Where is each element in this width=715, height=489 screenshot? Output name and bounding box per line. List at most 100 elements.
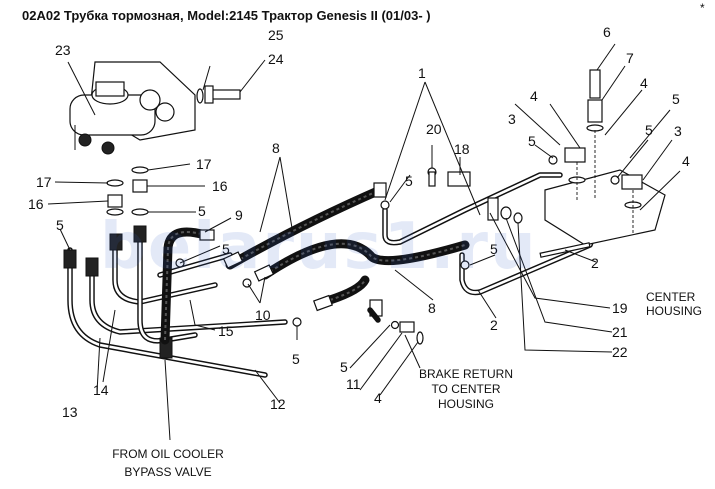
watermark: belarus1.ru — [100, 210, 538, 284]
callout-18: 18 — [454, 141, 470, 157]
outlet-port-left — [78, 133, 92, 147]
brake-return-note-line2: TO CENTER — [431, 382, 500, 396]
o-ring-e — [460, 260, 470, 270]
fitting-d — [133, 225, 147, 243]
callout-8-upper: 8 — [272, 140, 280, 156]
center-housing-note-line2: HOUSING — [646, 304, 702, 318]
callout-4-d: 4 — [374, 390, 382, 406]
callout-5-d: 5 — [292, 351, 300, 367]
master-cylinder-assembly — [69, 61, 196, 155]
callout-16-left: 16 — [28, 196, 44, 212]
callout-5-i: 5 — [645, 122, 653, 138]
notes: CENTER HOUSING BRAKE RETURN TO CENTER HO… — [112, 290, 702, 479]
washer-4-bottom — [416, 331, 424, 345]
callout-3-left: 3 — [508, 111, 516, 127]
callout-15: 15 — [218, 323, 234, 339]
callout-4-c: 4 — [682, 153, 690, 169]
callout-21: 21 — [612, 324, 628, 340]
callout-14: 14 — [93, 382, 109, 398]
clip-and-bracket-parts — [427, 167, 523, 224]
callout-23: 23 — [55, 42, 71, 58]
callout-7: 7 — [626, 50, 634, 66]
callout-5-a: 5 — [56, 217, 64, 233]
fitting-c — [109, 233, 123, 251]
callout-2-upper: 2 — [591, 255, 599, 271]
bolt-head — [204, 85, 214, 104]
o-ring-d — [380, 200, 390, 210]
callout-5-j: 5 — [340, 359, 348, 375]
callout-11: 11 — [346, 376, 361, 392]
steel-pipes-right — [367, 172, 608, 323]
callout-5-h: 5 — [672, 91, 680, 107]
bracket-19 — [487, 197, 499, 221]
screw-20 — [428, 171, 436, 187]
reservoir — [95, 81, 125, 97]
center-housing-note-line1: CENTER — [646, 290, 696, 304]
o-ring-c — [292, 317, 302, 327]
fitting-b — [85, 257, 99, 277]
callout-5-g: 5 — [528, 133, 536, 149]
callout-12: 12 — [270, 396, 286, 412]
adapter-7 — [587, 99, 603, 123]
washer-5-left — [106, 208, 124, 216]
washer-25 — [196, 88, 204, 104]
callout-5-f: 5 — [490, 241, 498, 257]
hoses — [160, 185, 470, 345]
callout-4-b: 4 — [640, 75, 648, 91]
o-rings — [175, 200, 470, 345]
oil-cooler-note-line2: BYPASS VALVE — [124, 465, 211, 479]
callout-5-b: 5 — [198, 203, 206, 219]
callout-10: 10 — [255, 307, 271, 323]
callout-13: 13 — [62, 404, 78, 420]
callout-8-lower: 8 — [428, 300, 436, 316]
callout-5-e: 5 — [405, 173, 413, 189]
callout-19: 19 — [612, 300, 628, 316]
callout-5-c: 5 — [222, 241, 230, 257]
elbow-3-left — [564, 147, 586, 163]
steel-pipes-left — [67, 237, 288, 378]
hose-end-e — [199, 229, 215, 241]
callout-16-right: 16 — [212, 178, 228, 194]
hose-end-c — [313, 294, 333, 312]
callout-9: 9 — [235, 207, 243, 223]
washer-5-right-a — [548, 155, 558, 165]
callout-6: 6 — [603, 24, 611, 40]
o-ring-f — [390, 320, 400, 330]
callout-20: 20 — [426, 121, 442, 137]
fitting-stack-left — [106, 166, 149, 216]
breather-6 — [589, 69, 601, 99]
bolt-shank — [209, 89, 241, 100]
callout-numbers: 23 25 24 17 17 16 16 5 5 9 5 8 10 15 5 1… — [28, 24, 690, 420]
oil-cooler-note-line1: FROM OIL COOLER — [112, 447, 224, 461]
callout-17-left: 17 — [36, 174, 52, 190]
elbow-3-right — [621, 174, 643, 190]
pipe-return-stub — [367, 307, 381, 323]
callout-22: 22 — [612, 344, 628, 360]
bolt-24 — [196, 85, 241, 104]
piston-boot-upper — [139, 89, 161, 111]
callout-25: 25 — [268, 27, 284, 43]
brake-return-note-line1: BRAKE RETURN — [419, 367, 513, 381]
callout-24: 24 — [268, 51, 284, 67]
hose-end-d — [373, 182, 387, 198]
hose-end-a — [222, 251, 244, 269]
hose-fittings — [199, 182, 387, 317]
banjo-bolt-16-left — [107, 194, 123, 208]
leader-lines — [47, 43, 681, 441]
callout-1: 1 — [418, 65, 426, 81]
washer-17-right — [131, 166, 149, 174]
brake-return-note-line3: HOUSING — [438, 397, 494, 411]
center-housing-plate — [544, 169, 666, 246]
callout-4-a: 4 — [530, 88, 538, 104]
callout-2-lower: 2 — [490, 317, 498, 333]
hose-end-b — [253, 264, 275, 282]
callout-17-right: 17 — [196, 156, 212, 172]
clip-18 — [447, 171, 471, 187]
center-housing-assembly — [539, 69, 666, 258]
corner-mark: * — [700, 1, 705, 15]
outlet-port-right — [101, 141, 115, 155]
callout-3-right: 3 — [674, 123, 682, 139]
piston-boot-lower — [155, 102, 175, 122]
washer-17-left — [106, 179, 124, 187]
